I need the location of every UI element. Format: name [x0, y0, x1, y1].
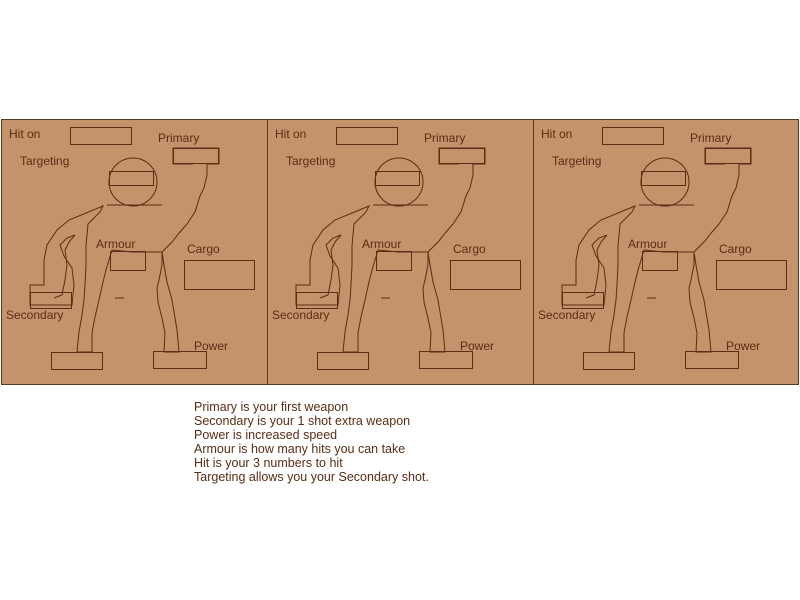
note-primary: Primary is your first weapon — [194, 400, 349, 414]
label-hit-on: Hit on — [275, 127, 307, 141]
label-secondary: Secondary — [6, 308, 64, 322]
label-armour: Armour — [96, 237, 136, 251]
label-hit-on: Hit on — [9, 127, 41, 141]
left-foot-box[interactable] — [317, 352, 369, 370]
label-power: Power — [726, 339, 761, 353]
note-secondary: Secondary is your 1 shot extra weapon — [194, 414, 411, 428]
hit-on-box[interactable] — [70, 127, 132, 145]
label-hit-on: Hit on — [541, 127, 573, 141]
secondary-box[interactable] — [30, 292, 72, 309]
targeting-box[interactable] — [109, 171, 154, 186]
note-hit: Hit is your 3 numbers to hit — [194, 456, 343, 470]
label-armour: Armour — [628, 237, 668, 251]
cargo-box[interactable] — [716, 260, 787, 290]
armour-box[interactable] — [376, 251, 412, 271]
label-secondary: Secondary — [272, 308, 330, 322]
cargo-box[interactable] — [184, 260, 255, 290]
label-cargo: Cargo — [719, 242, 752, 256]
label-primary: Primary — [424, 131, 466, 145]
label-targeting: Targeting — [286, 154, 336, 168]
label-primary: Primary — [158, 131, 200, 145]
power-box[interactable] — [685, 351, 739, 369]
targeting-box[interactable] — [375, 171, 420, 186]
primary-box[interactable] — [173, 148, 219, 164]
left-foot-box[interactable] — [583, 352, 635, 370]
armour-box[interactable] — [642, 251, 678, 271]
hit-on-box[interactable] — [336, 127, 398, 145]
label-primary: Primary — [690, 131, 732, 145]
label-armour: Armour — [362, 237, 402, 251]
left-foot-box[interactable] — [51, 352, 103, 370]
power-box[interactable] — [153, 351, 207, 369]
label-cargo: Cargo — [453, 242, 486, 256]
legend-notes: Primary is your first weapon Secondary i… — [194, 400, 429, 484]
primary-box[interactable] — [439, 148, 485, 164]
armour-box[interactable] — [110, 251, 146, 271]
hit-on-box[interactable] — [602, 127, 664, 145]
label-targeting: Targeting — [552, 154, 602, 168]
power-box[interactable] — [419, 351, 473, 369]
robot-figure-outline — [29, 147, 220, 353]
secondary-box[interactable] — [562, 292, 604, 309]
note-power: Power is increased speed — [194, 428, 338, 442]
cargo-box[interactable] — [450, 260, 521, 290]
primary-box[interactable] — [705, 148, 751, 164]
note-armour: Armour is how many hits you can take — [194, 442, 406, 456]
label-targeting: Targeting — [20, 154, 70, 168]
note-targeting: Targeting allows you your Secondary shot… — [194, 470, 429, 484]
robot-figure-outline — [561, 147, 752, 353]
targeting-box[interactable] — [641, 171, 686, 186]
label-cargo: Cargo — [187, 242, 220, 256]
secondary-box[interactable] — [296, 292, 338, 309]
label-power: Power — [194, 339, 229, 353]
label-secondary: Secondary — [538, 308, 596, 322]
label-power: Power — [460, 339, 495, 353]
